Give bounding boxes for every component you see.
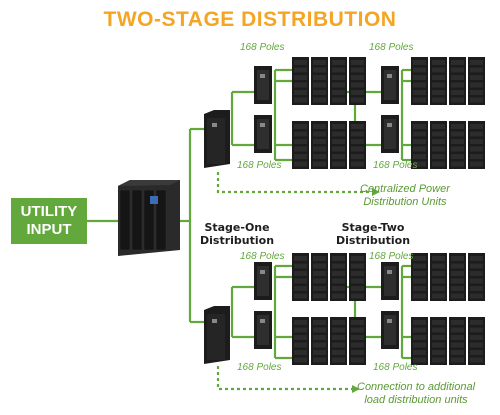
diagram-title: TWO-STAGE DISTRIBUTION (103, 8, 397, 31)
ups-panel (143, 189, 155, 251)
distribution-cabinet-3-badge (387, 123, 392, 127)
server-rack-row-3-rack-0 (411, 121, 428, 169)
ups-panel (155, 189, 167, 251)
server-rack-row-6-rack-1 (430, 253, 447, 301)
server-rack-row-1-rack-2 (330, 121, 347, 169)
centralized-pdu-note-line1: Centralized Power (360, 183, 450, 195)
poles-label-lower-left: 168 Poles (240, 251, 285, 262)
server-rack-row-1-rack-3 (349, 121, 366, 169)
server-rack-row-3-rack-1 (430, 121, 447, 169)
utility-input-box: UTILITY INPUT (11, 198, 87, 244)
stage-one-line2: Distribution (200, 234, 275, 247)
poles-label-mid-right: 168 Poles (373, 160, 418, 171)
ups-panel (119, 189, 131, 251)
server-rack-row-0-rack-0 (292, 57, 309, 105)
distribution-cabinet-2-badge (387, 74, 392, 78)
server-rack-row-4-rack-1 (311, 253, 328, 301)
dashed-connector-bottom (216, 366, 352, 391)
poles-label-top-right: 168 Poles (369, 42, 414, 53)
server-rack-row-3-rack-2 (449, 121, 466, 169)
server-rack-row-2-rack-0 (411, 57, 428, 105)
distribution-cabinet-3 (381, 115, 399, 153)
server-rack-row-7-rack-0 (411, 317, 428, 365)
server-rack-row-0-rack-3 (349, 57, 366, 105)
distribution-cabinet-0 (254, 66, 272, 104)
distribution-cabinet-1-badge (260, 123, 265, 127)
server-rack-row-6-rack-2 (449, 253, 466, 301)
distribution-cabinet-6 (381, 262, 399, 300)
ups-top (118, 180, 180, 186)
equipment-group (118, 57, 485, 365)
stage-two-line1: Stage-Two (341, 221, 405, 234)
ups-panel (131, 189, 143, 251)
utility-input-line2: INPUT (26, 221, 72, 238)
server-rack-row-2-rack-2 (449, 57, 466, 105)
distribution-cabinet-4 (254, 262, 272, 300)
distribution-cabinet-1 (254, 115, 272, 153)
stage-one-pdu-bottom (204, 306, 230, 364)
distribution-cabinet-5 (254, 311, 272, 349)
server-rack-row-6-rack-3 (468, 253, 485, 301)
server-rack-row-1-rack-0 (292, 121, 309, 169)
poles-label-bottom-left: 168 Poles (237, 362, 282, 373)
stage-one-pdu-top (204, 110, 230, 168)
stage-one-pdu-top-door (207, 118, 225, 164)
arrowhead-top (372, 188, 380, 196)
utility-input-line1: UTILITY (20, 203, 78, 220)
server-rack-row-4-rack-3 (349, 253, 366, 301)
server-rack-row-5-rack-0 (292, 317, 309, 365)
distribution-cabinet-0-badge (260, 74, 265, 78)
server-rack-row-5-rack-1 (311, 317, 328, 365)
dashed-connector-top (216, 172, 372, 194)
stage-one-pdu-top-badge (212, 123, 217, 127)
distribution-cabinet-4-badge (260, 270, 265, 274)
server-rack-row-7-rack-3 (468, 317, 485, 365)
stage-two-line2: Distribution (336, 234, 411, 247)
stage-two-label: Stage-Two Distribution (336, 221, 410, 247)
server-rack-row-0-rack-1 (311, 57, 328, 105)
server-rack-row-2-rack-3 (468, 57, 485, 105)
poles-label-top-left: 168 Poles (240, 42, 285, 53)
stage-one-pdu-bottom-door (207, 314, 225, 360)
distribution-cabinet-7 (381, 311, 399, 349)
arrowhead-bottom (352, 385, 360, 393)
server-rack-row-0-rack-2 (330, 57, 347, 105)
server-rack-row-6-rack-0 (411, 253, 428, 301)
centralized-pdu-note-line2: Distribution Units (363, 196, 447, 208)
distribution-cabinet-6-badge (387, 270, 392, 274)
poles-label-mid-left: 168 Poles (237, 160, 282, 171)
ups-display (150, 196, 158, 204)
distribution-cabinet-5-badge (260, 319, 265, 323)
server-rack-row-1-rack-1 (311, 121, 328, 169)
stage-one-line1: Stage-One (204, 221, 270, 234)
centralized-pdu-note: Centralized Power Distribution Units (360, 183, 450, 209)
server-rack-row-4-rack-2 (330, 253, 347, 301)
main-ups-cabinet (118, 180, 180, 256)
distribution-cabinet-7-badge (387, 319, 392, 323)
server-rack-row-7-rack-1 (430, 317, 447, 365)
server-rack-row-5-rack-2 (330, 317, 347, 365)
poles-label-bottom-right: 168 Poles (373, 362, 418, 373)
server-rack-row-5-rack-3 (349, 317, 366, 365)
distribution-cabinet-2 (381, 66, 399, 104)
server-rack-row-4-rack-0 (292, 253, 309, 301)
additional-units-note-line1: Connection to additional (357, 381, 476, 393)
server-rack-row-2-rack-1 (430, 57, 447, 105)
poles-label-lower-right: 168 Poles (369, 251, 414, 262)
additional-units-note: Connection to additional load distributi… (357, 381, 475, 407)
server-rack-row-3-rack-3 (468, 121, 485, 169)
server-rack-row-7-rack-2 (449, 317, 466, 365)
stage-one-label: Stage-One Distribution (200, 221, 274, 247)
stage-one-pdu-bottom-badge (212, 319, 217, 323)
additional-units-note-line2: load distribution units (364, 394, 468, 406)
